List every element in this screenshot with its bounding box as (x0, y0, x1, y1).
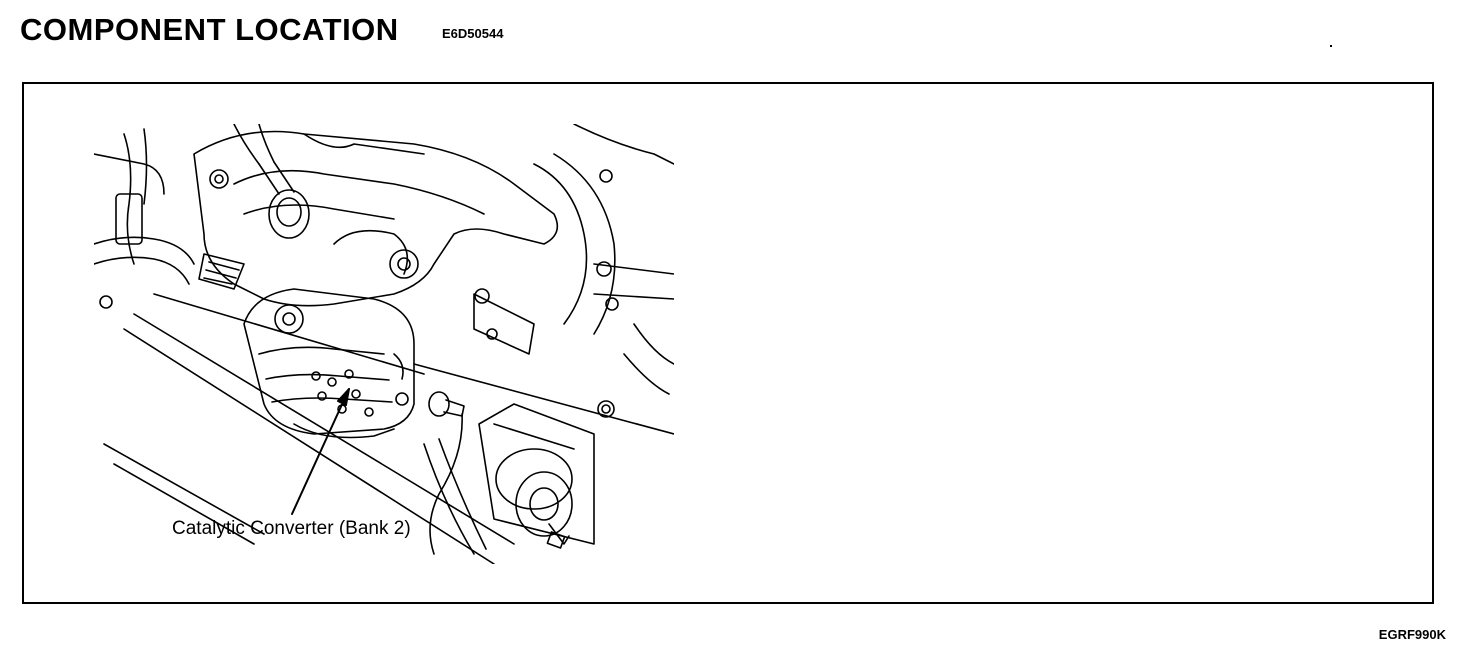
document-code: E6D50544 (442, 26, 504, 41)
engine-line-drawing (94, 124, 674, 564)
page-title: COMPONENT LOCATION (20, 12, 399, 47)
exhaust-manifold (193, 130, 559, 334)
callout-arrow (291, 388, 350, 515)
figure-frame (22, 82, 1434, 604)
frame-rails (103, 293, 674, 564)
right-components (473, 124, 674, 395)
engine-mount (423, 403, 595, 555)
figure-code: EGRF990K (1378, 627, 1446, 642)
catalytic-converter-label: Catalytic Converter (Bank 2) (172, 518, 411, 539)
lower-oxygen-sensor (428, 391, 615, 555)
upper-oxygen-sensor (233, 124, 310, 239)
scan-speck (1330, 45, 1332, 47)
left-hoses (94, 128, 245, 309)
